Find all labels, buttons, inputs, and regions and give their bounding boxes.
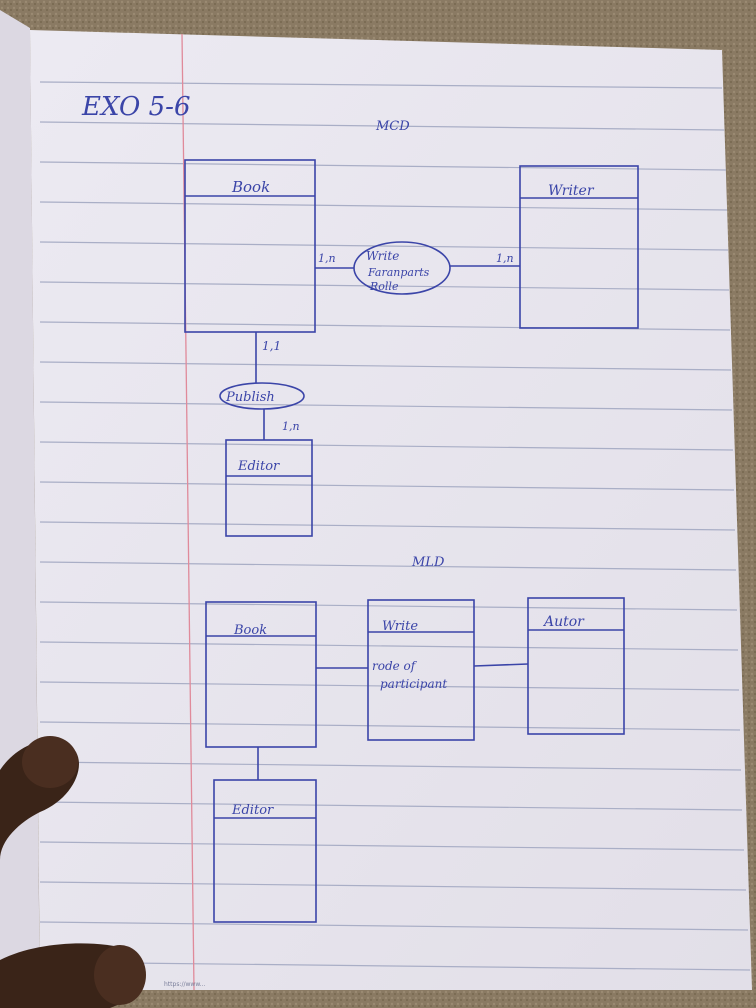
mcd-write-attr-2: Rolle bbox=[369, 280, 399, 293]
mcd-editor-label: Editor bbox=[237, 459, 280, 474]
page-footer-url: https://www... bbox=[164, 981, 205, 988]
notebook-page bbox=[30, 30, 752, 990]
mcd-write-attr-1: Faranparts bbox=[367, 266, 430, 279]
mcd-book-label: Book bbox=[231, 178, 270, 196]
mcd-entity-book bbox=[184, 159, 316, 333]
mcd-entity-writer bbox=[519, 165, 639, 329]
mcd-entity-editor bbox=[225, 439, 313, 537]
mld-editor-label: Editor bbox=[231, 803, 274, 818]
section-mld: MLD bbox=[411, 555, 445, 570]
mcd-write-label: Write bbox=[366, 249, 399, 263]
margin-line bbox=[181, 33, 195, 991]
mcd-diagram bbox=[184, 159, 639, 537]
section-mcd: MCD bbox=[375, 119, 410, 134]
card-book-publish: 1,1 bbox=[262, 339, 281, 353]
mcd-publish-label: Publish bbox=[225, 390, 275, 405]
holding-hand bbox=[0, 736, 146, 1008]
mld-table-write bbox=[367, 599, 475, 741]
mld-autor-label: Autor bbox=[542, 614, 585, 630]
mld-write-attr-2: participant bbox=[380, 677, 447, 691]
mld-write-label: Write bbox=[382, 619, 418, 634]
mcd-writer-label: Writer bbox=[548, 183, 595, 199]
mld-table-editor bbox=[213, 779, 317, 923]
mld-write-attr-1: rode of bbox=[372, 659, 418, 673]
mld-table-book bbox=[205, 601, 317, 748]
ruled-lines bbox=[39, 81, 751, 971]
mld-book-label: Book bbox=[233, 623, 267, 638]
card-writer-write: 1,n bbox=[496, 252, 514, 265]
mld-diagram bbox=[205, 597, 625, 923]
mld-table-autor bbox=[527, 597, 625, 735]
card-book-write: 1,n bbox=[318, 252, 336, 265]
exercise-title: EXO 5-6 bbox=[81, 92, 190, 122]
card-editor-publish: 1,n bbox=[282, 420, 300, 433]
mcd-relation-publish bbox=[219, 382, 305, 410]
